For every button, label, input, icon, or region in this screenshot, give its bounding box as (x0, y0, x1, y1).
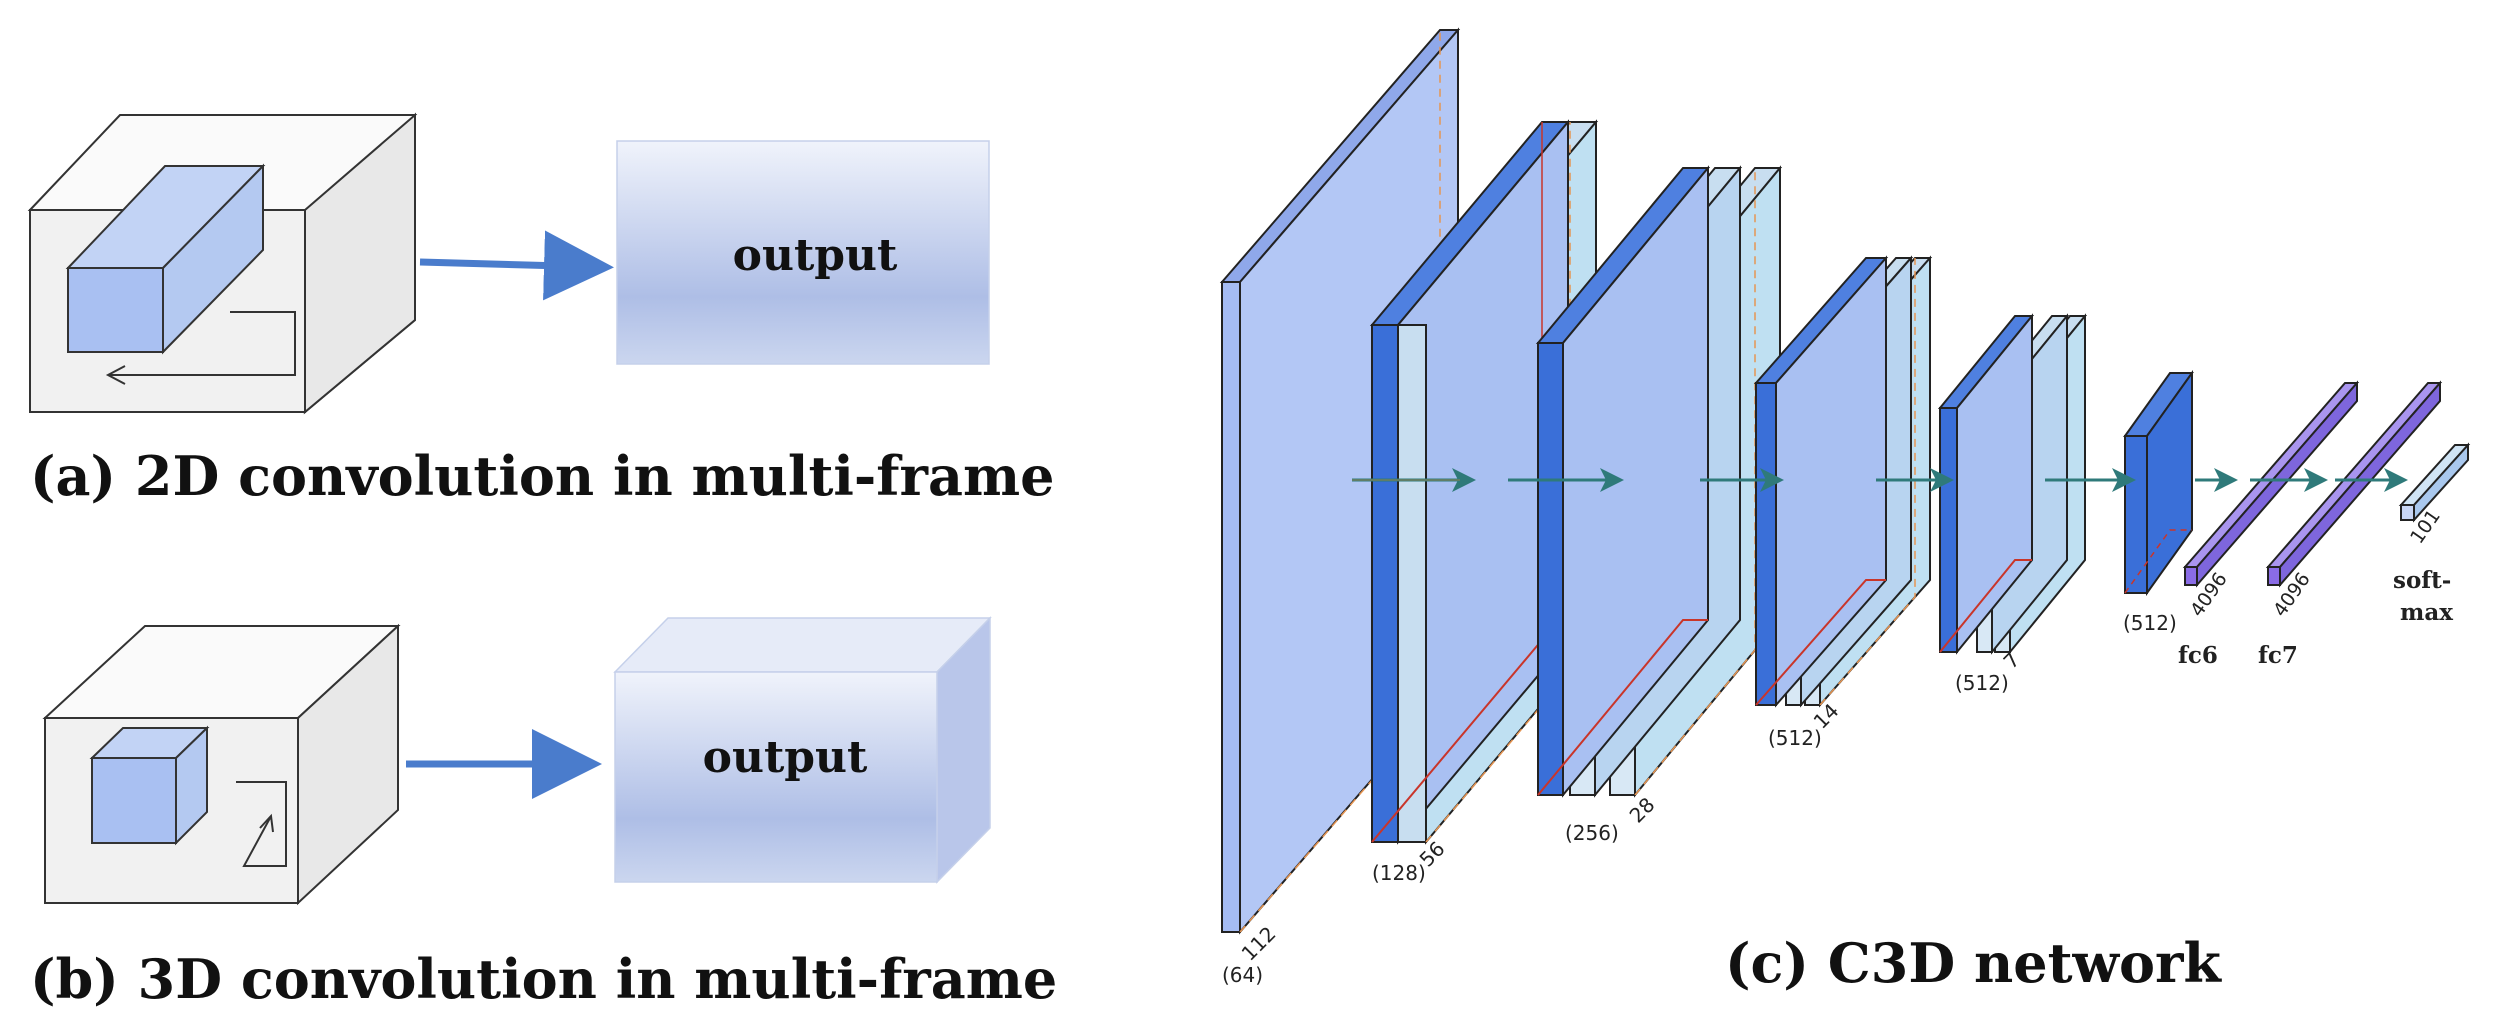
caption-b: (b) 3D convolution in multi-frame (30, 947, 1057, 1011)
panel-c-c3d-network: (64) 112 (128) 56 (256) 28 (512) 14 (512… (1219, 27, 2471, 995)
conv-block-5 (1937, 313, 2088, 655)
layer-4-channels: (512) (1768, 726, 1822, 750)
layer-3-size: 28 (1625, 793, 1660, 828)
output-volume-b (613, 616, 992, 884)
layer-6-channels: (512) (2123, 611, 2177, 635)
fc7-bar (2265, 380, 2443, 588)
layer-5-channels: (512) (1955, 671, 2009, 695)
conv-block-2 (1369, 119, 1599, 845)
slide-path-head-b (259, 813, 274, 833)
caption-c: (c) C3D network (1725, 931, 2222, 995)
output-label-a: output (733, 230, 898, 281)
slide-path-arrow-b (236, 781, 287, 867)
slide-path-arrow-a (110, 311, 296, 376)
panel-a: output (a) 2D convolution in multi-frame (27, 112, 1054, 508)
kernel-box-2d (65, 163, 266, 355)
kernel-cube-3d (89, 725, 210, 846)
fc6-bar (2182, 380, 2360, 588)
layer-3-channels: (256) (1565, 821, 1619, 845)
fc6-name: fc6 (2178, 642, 2218, 669)
conv-block-6 (2123, 369, 2194, 597)
output-label-b: output (703, 732, 868, 783)
panel-b: output (b) 3D convolution in multi-frame (30, 616, 1057, 1011)
caption-a: (a) 2D convolution in multi-frame (30, 444, 1054, 508)
output-box-a (616, 140, 990, 365)
layer-1-channels: (64) (1222, 963, 1263, 987)
fc7-name: fc7 (2258, 642, 2298, 669)
softmax-name-line2: max (2400, 599, 2453, 626)
layer-2-channels: (128) (1372, 861, 1426, 885)
arrow-to-output-a (419, 230, 614, 301)
conv-block-4 (1753, 255, 1933, 708)
softmax-name-line1: soft- (2393, 567, 2451, 594)
softmax-bar (2398, 442, 2471, 523)
slide-path-head-a (105, 365, 126, 385)
